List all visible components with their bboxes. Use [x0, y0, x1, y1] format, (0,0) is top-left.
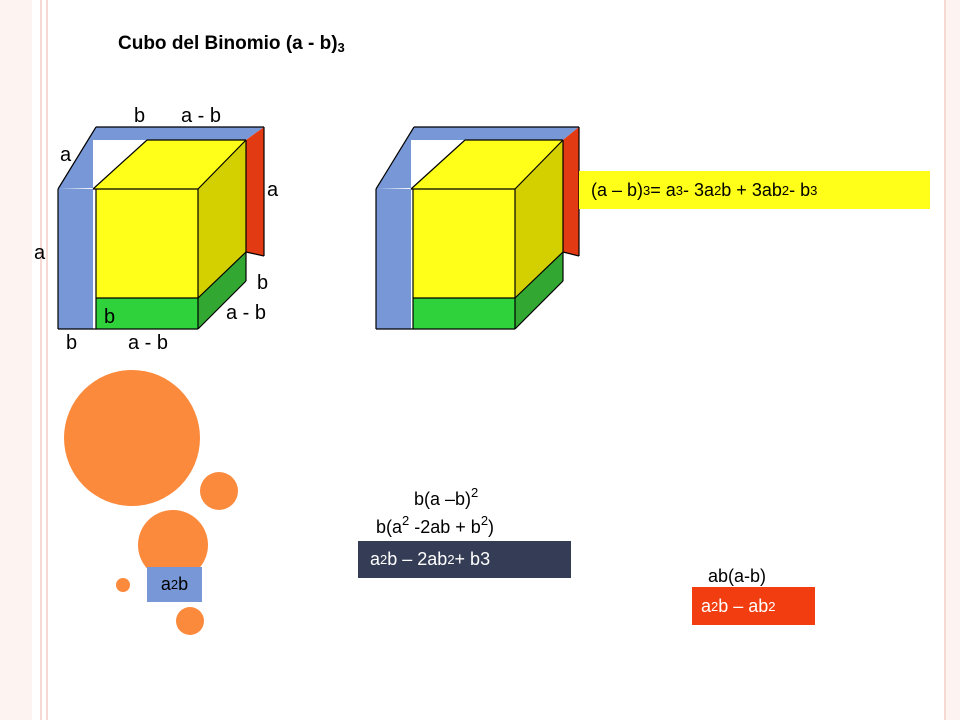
cube-front-yellow: [96, 189, 198, 298]
label-front-b: b: [104, 306, 116, 328]
label-right-a-minus-b: a - b: [226, 302, 267, 324]
label-right-b: b: [257, 272, 269, 294]
cube2-top-yellow: [411, 140, 563, 189]
cube2-side-red: [563, 127, 579, 256]
cube-side-red: [246, 127, 264, 256]
label-left-a-upper: a: [60, 144, 72, 166]
cube-front-blue: [58, 189, 93, 329]
page-title: Cubo del Binomio (a - b)3: [118, 33, 345, 55]
left-decor-band: [0, 0, 32, 720]
cube2-side-green: [515, 252, 563, 329]
cube-front-green: [96, 298, 198, 329]
decor-line: [46, 0, 48, 720]
label-right-a: a: [267, 179, 279, 201]
right-decor-band: [946, 0, 960, 720]
cube-side-green: [198, 252, 246, 329]
label-left-a-lower: a: [34, 242, 46, 264]
decor-circle-small: [200, 472, 238, 510]
cube2-front-blue: [376, 189, 411, 329]
decor-line: [944, 0, 946, 720]
bsq-line1: b(a –b)2: [414, 485, 479, 509]
abab-label: ab(a-b): [708, 566, 767, 586]
label-bottom-a-minus-b: a - b: [128, 332, 169, 354]
label-top-b: b: [134, 105, 146, 127]
cube-side-olive: [198, 140, 246, 298]
bsq-line2: b(a2 -2ab + b2): [376, 513, 495, 537]
decor-circle-tiny: [116, 578, 130, 592]
decor-line: [40, 0, 42, 720]
decor-circle-small: [176, 607, 204, 635]
cube2-front-green: [413, 298, 515, 329]
label-top-a-minus-b: a - b: [181, 105, 222, 127]
cube2-side-olive: [515, 140, 563, 298]
label-bottom-b: b: [66, 332, 78, 354]
decor-circle-large: [64, 370, 200, 506]
cube2-front-yellow: [413, 189, 515, 298]
cube-top-yellow: [93, 140, 246, 189]
